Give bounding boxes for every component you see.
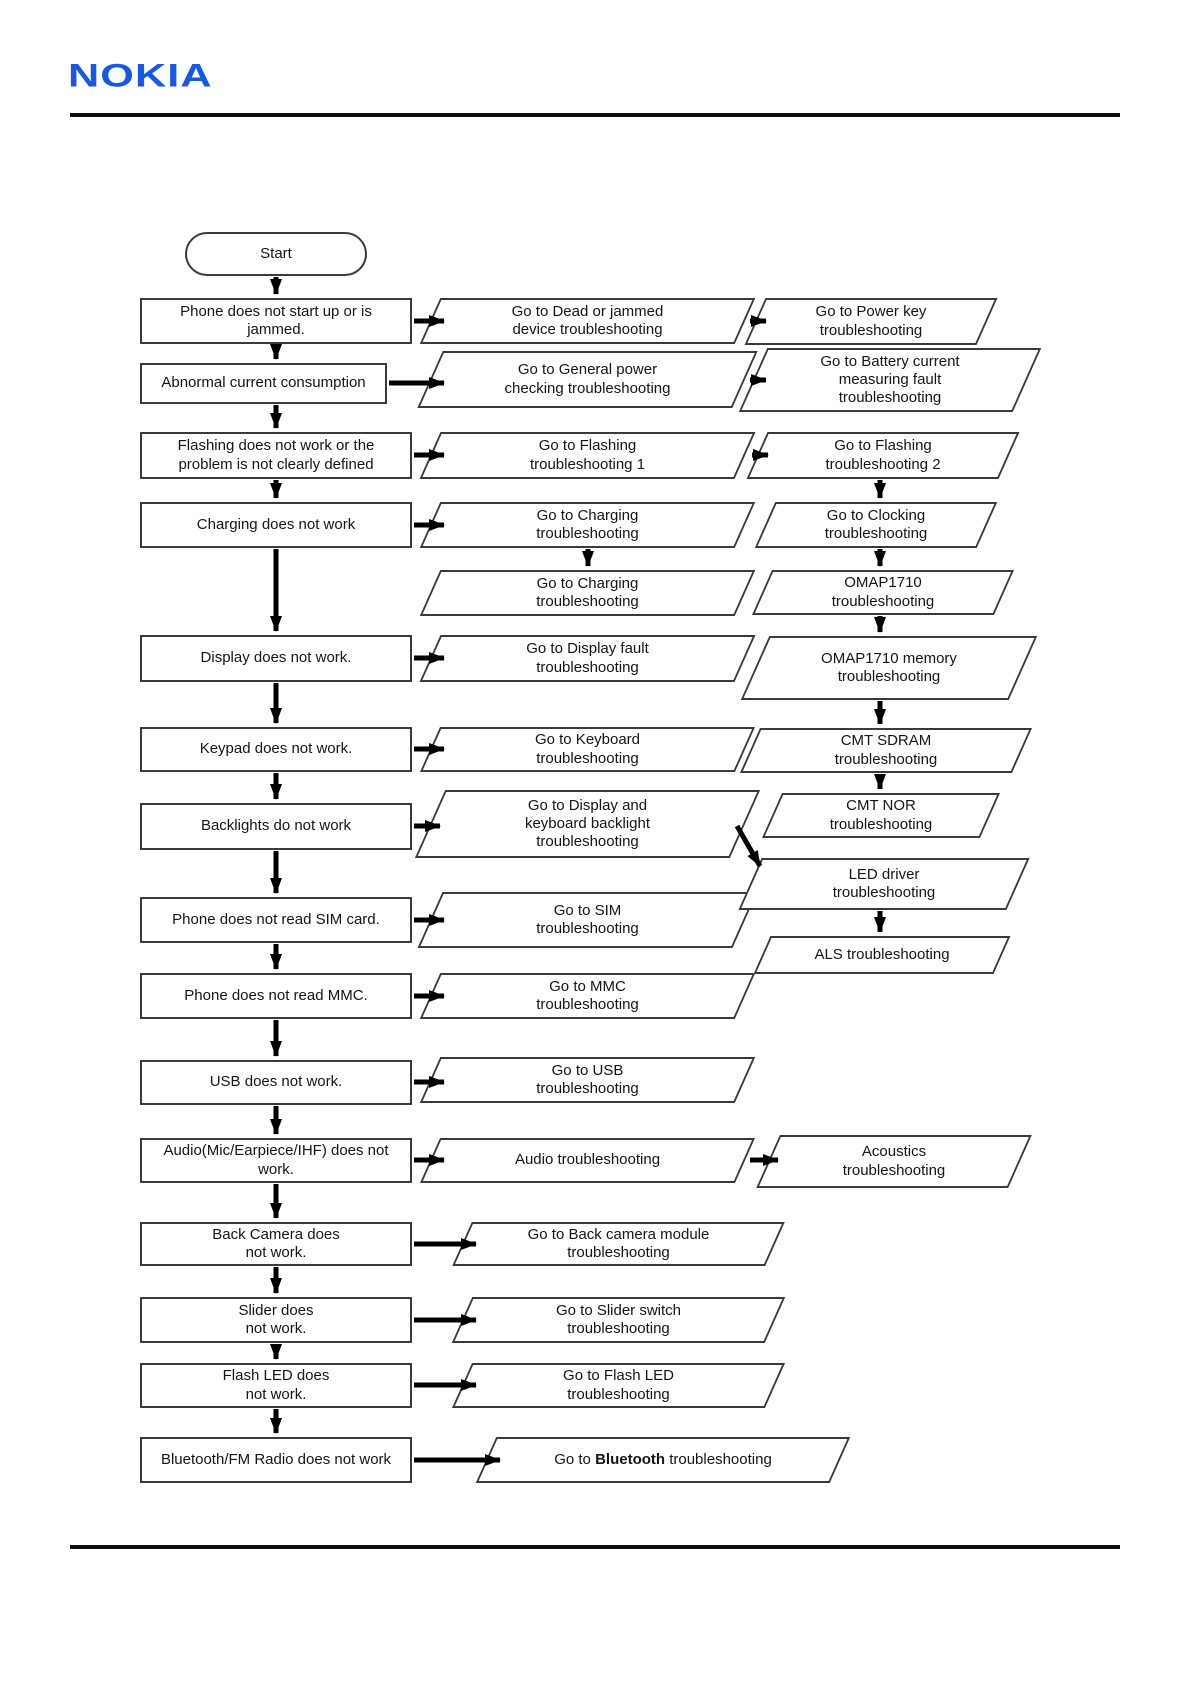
goto-flashing-1: Go to Flashing troubleshooting 1	[430, 432, 745, 479]
goto-charging-1: Go to Charging troubleshooting	[430, 502, 745, 548]
condition-audio: Audio(Mic/Earpiece/IHF) does not work.	[140, 1138, 412, 1183]
goto-charging-2: Go to Charging troubleshooting	[430, 570, 745, 616]
goto-usb: Go to USB troubleshooting	[430, 1057, 745, 1103]
goto-flashing-2: Go to Flashing troubleshooting 2	[757, 432, 1009, 479]
goto-cmt-sdram: CMT SDRAM troubleshooting	[750, 728, 1022, 773]
goto-flash-led: Go to Flash LED troubleshooting	[462, 1363, 775, 1408]
goto-mmc: Go to MMC troubleshooting	[430, 973, 745, 1019]
condition-sim: Phone does not read SIM card.	[140, 897, 412, 943]
condition-display: Display does not work.	[140, 635, 412, 682]
start-node: Start	[185, 232, 367, 276]
condition-flash-led: Flash LED does not work.	[140, 1363, 412, 1408]
goto-dead-jammed: Go to Dead or jammed device troubleshoot…	[430, 298, 745, 344]
goto-clocking: Go to Clocking troubleshooting	[765, 502, 987, 548]
goto-audio: Audio troubleshooting	[430, 1138, 745, 1183]
nokia-logo: NOKIA	[68, 58, 213, 95]
goto-omap1710-memory: OMAP1710 memory troubleshooting	[755, 636, 1023, 700]
goto-keyboard: Go to Keyboard troubleshooting	[430, 727, 745, 772]
goto-display-fault: Go to Display fault troubleshooting	[430, 635, 745, 682]
condition-slider: Slider does not work.	[140, 1297, 412, 1343]
goto-display-keyboard-backlight: Go to Display and keyboard backlight tro…	[430, 790, 745, 858]
goto-bluetooth: Go to Bluetooth troubleshooting	[486, 1437, 840, 1483]
goto-als: ALS troubleshooting	[762, 936, 1002, 974]
goto-battery-current: Go to Battery current measuring fault tr…	[753, 348, 1027, 412]
condition-bluetooth-fm: Bluetooth/FM Radio does not work	[140, 1437, 412, 1483]
goto-cmt-nor: CMT NOR troubleshooting	[772, 793, 990, 838]
condition-phone-not-start: Phone does not start up or is jammed.	[140, 298, 412, 344]
goto-omap1710: OMAP1710 troubleshooting	[762, 570, 1004, 615]
goto-slider-switch: Go to Slider switch troubleshooting	[462, 1297, 775, 1343]
condition-mmc: Phone does not read MMC.	[140, 973, 412, 1019]
condition-usb: USB does not work.	[140, 1060, 412, 1105]
goto-back-camera-module: Go to Back camera module troubleshooting	[462, 1222, 775, 1266]
goto-acoustics: Acoustics troubleshooting	[768, 1135, 1020, 1188]
condition-abnormal-current: Abnormal current consumption	[140, 363, 387, 404]
condition-back-camera: Back Camera does not work.	[140, 1222, 412, 1266]
goto-general-power: Go to General power checking troubleshoo…	[430, 351, 745, 408]
condition-flashing: Flashing does not work or the problem is…	[140, 432, 412, 479]
condition-backlights: Backlights do not work	[140, 803, 412, 850]
goto-led-driver: LED driver troubleshooting	[750, 858, 1018, 910]
footer-rule	[70, 1545, 1120, 1549]
goto-power-key: Go to Power key troubleshooting	[755, 298, 987, 345]
condition-keypad: Keypad does not work.	[140, 727, 412, 772]
condition-charging: Charging does not work	[140, 502, 412, 548]
goto-sim: Go to SIM troubleshooting	[430, 892, 745, 948]
header-rule	[70, 113, 1120, 117]
